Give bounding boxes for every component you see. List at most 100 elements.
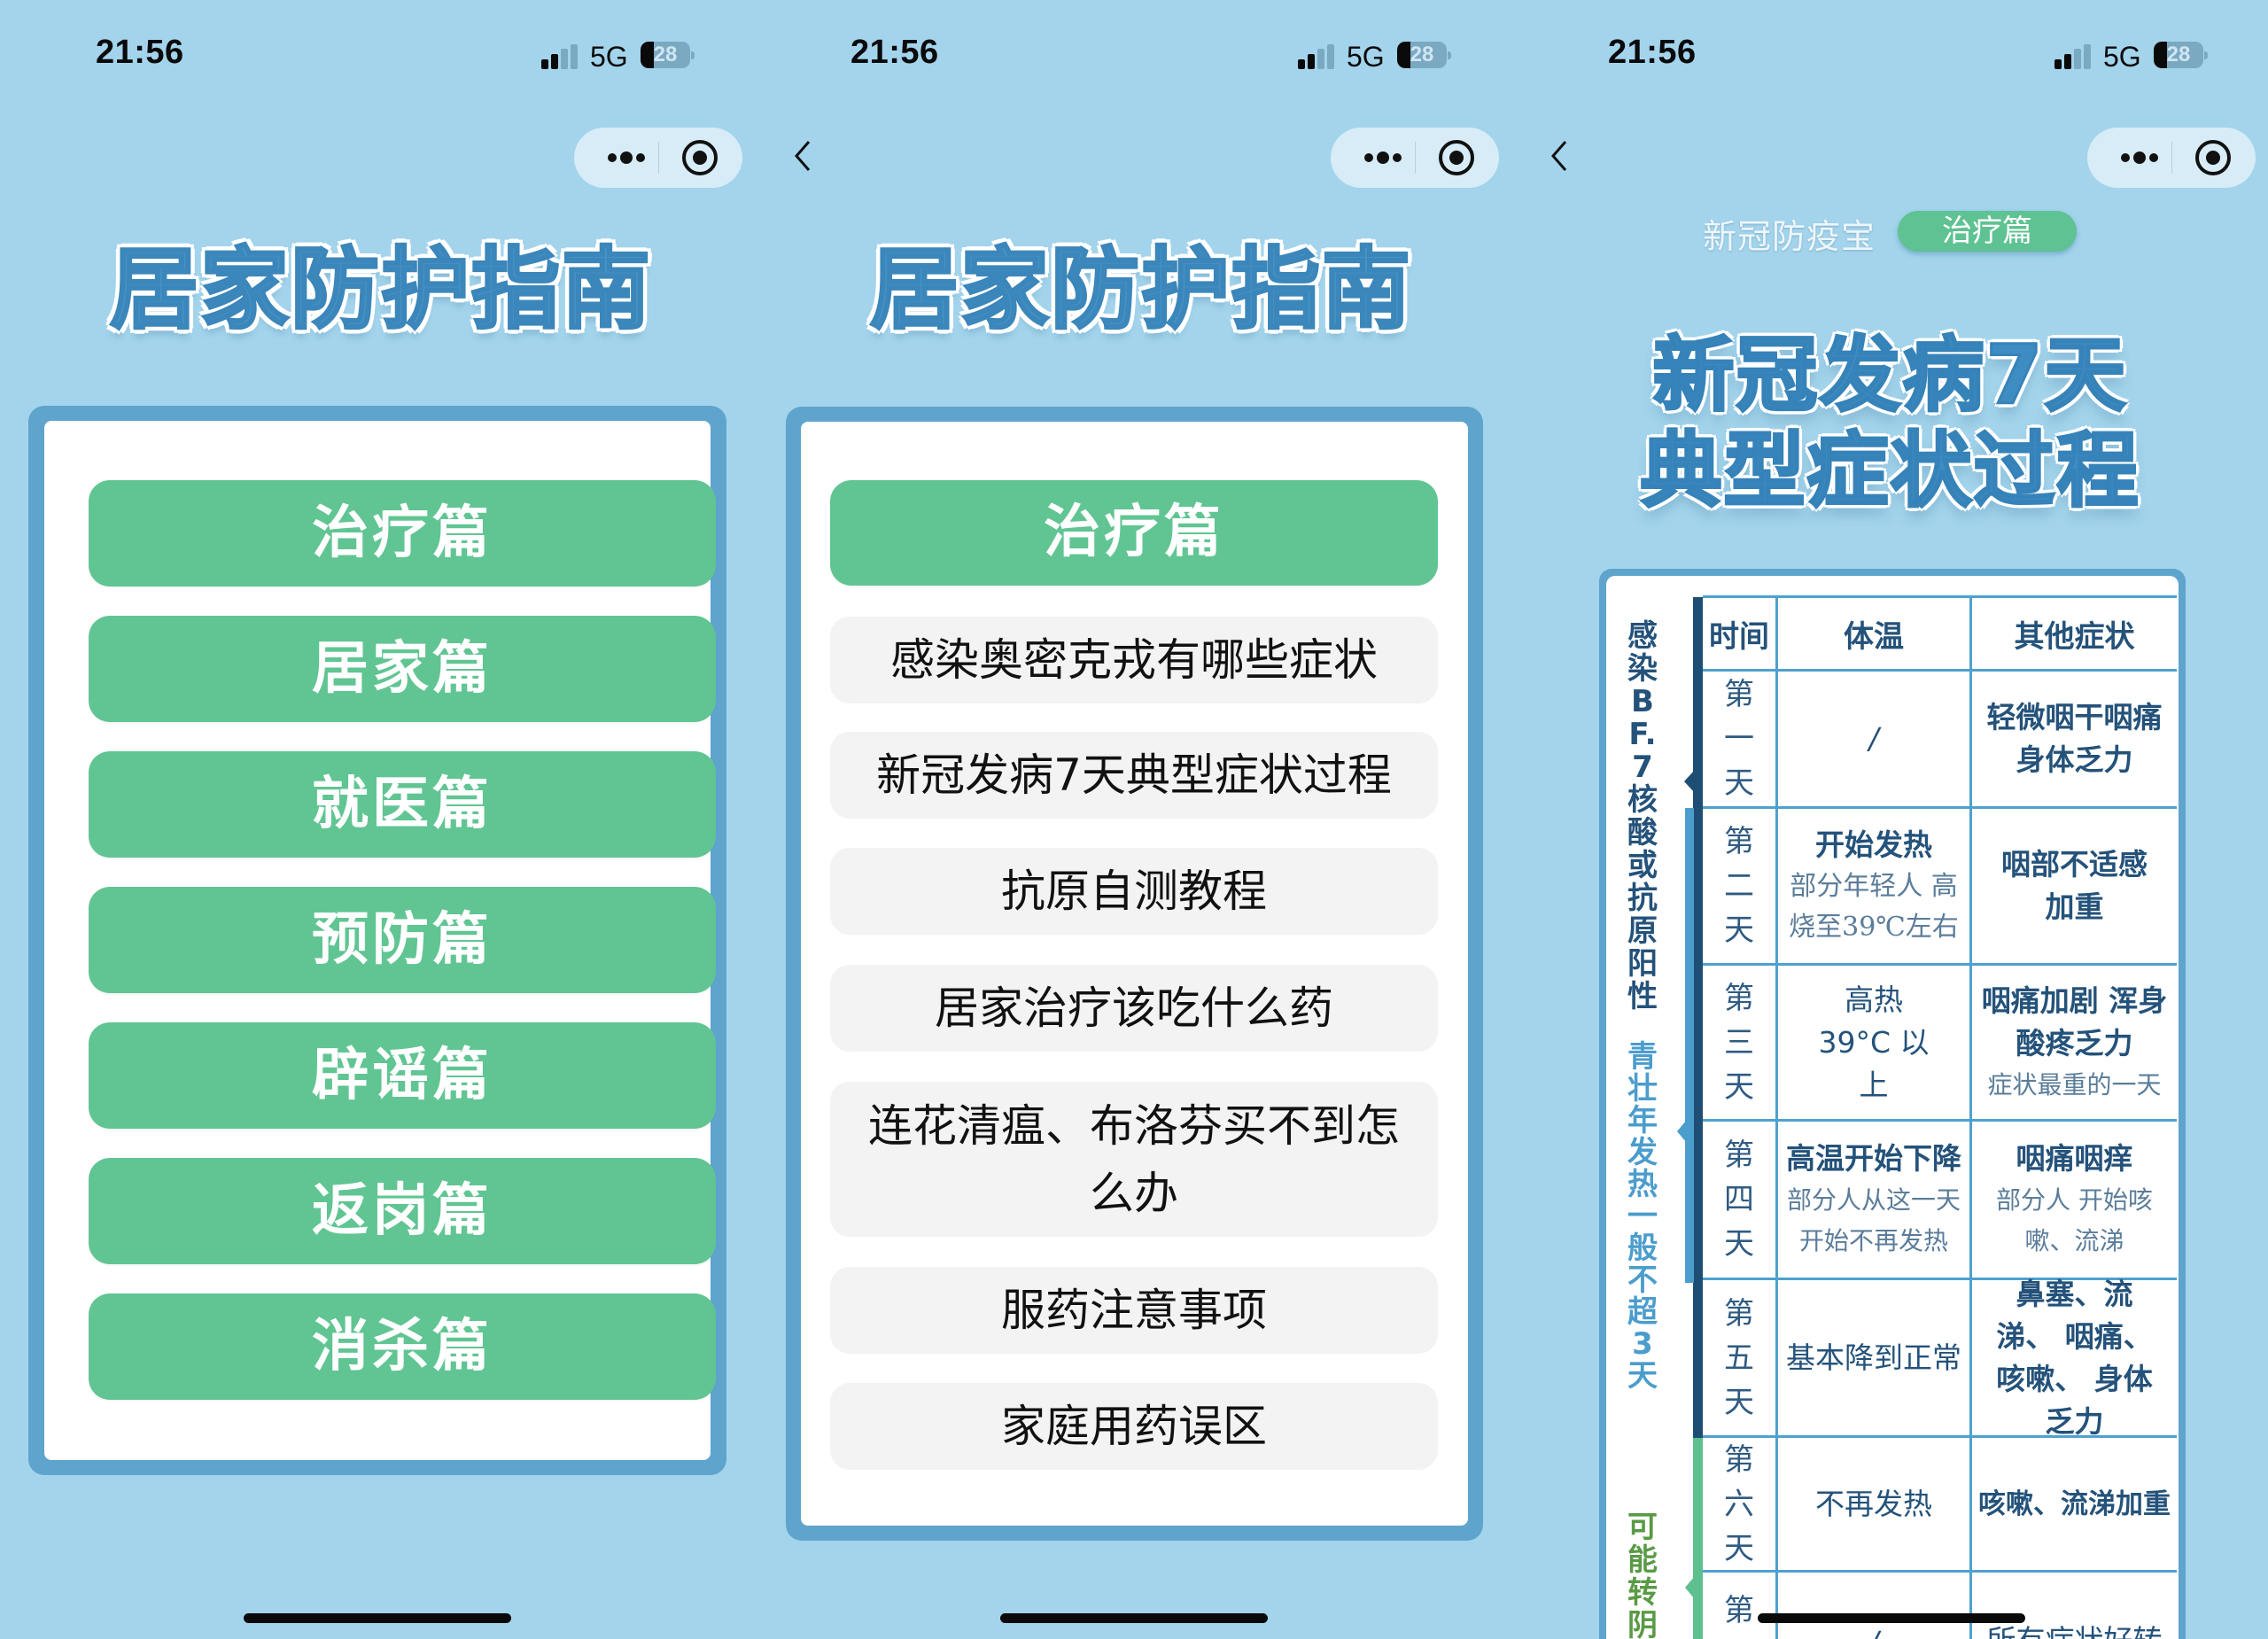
- status-time: 21:56: [850, 34, 939, 71]
- table-border: [1703, 669, 2177, 672]
- table-border: [1775, 595, 1778, 1639]
- table-row: 第一天: [1724, 677, 1754, 801]
- chevron-left-icon[interactable]: [1546, 138, 1573, 174]
- table-cell: 基本降到正常: [1786, 1340, 1961, 1375]
- table-cell: 不再发热: [1815, 1486, 1932, 1521]
- article-title-line1: 新冠发病7天: [1651, 327, 2128, 424]
- battery-tip: [2204, 51, 2208, 59]
- table-cell: 咳嗽、流涕加重: [1978, 1488, 2171, 1520]
- table-header: 时间: [1709, 618, 1769, 655]
- article-item[interactable]: 连花清瘟、布洛芬买不到怎么办: [830, 1082, 1438, 1237]
- target-close-icon[interactable]: [682, 140, 718, 175]
- table-cell: 开始发热部分年轻人 高烧至39℃左右: [1789, 827, 1959, 943]
- table-cell: 咽痛加剧 浑身酸疼乏力症状最重的一天: [1981, 983, 2168, 1099]
- table-border: [1703, 595, 2177, 598]
- network-type: 5G: [1347, 41, 1385, 73]
- home-indicator[interactable]: [1000, 1613, 1268, 1623]
- table-border: [1703, 1278, 2177, 1280]
- battery-icon: 28: [2154, 42, 2203, 68]
- side-label-positive: 感染BF.7核酸或抗原阳性: [1627, 618, 1658, 1014]
- timeline-pointer: [1685, 1577, 1694, 1598]
- category-button-home[interactable]: 居家篇: [89, 616, 716, 722]
- table-row: 第三天: [1724, 980, 1754, 1105]
- panel-treatment-list: 21:56 5G 28 居家防护指南 治疗篇 感染奥密克戎有哪些症状 新冠发病7…: [756, 0, 1511, 1639]
- category-button-rumors[interactable]: 辟谣篇: [89, 1022, 716, 1129]
- timeline-bar-fever: [1685, 808, 1694, 1283]
- table-row: 第二天: [1724, 824, 1754, 948]
- miniprogram-capsule: [1331, 128, 1499, 188]
- article-item[interactable]: 服药注意事项: [830, 1267, 1438, 1354]
- panel-home: 21:56 5G 28 居家防护指南 治疗篇 居家篇 就医篇 预防篇 辟谣篇 返…: [0, 0, 756, 1639]
- table-border: [1703, 1435, 2177, 1438]
- table-border: [1703, 1119, 2177, 1122]
- battery-icon: 28: [1397, 42, 1447, 68]
- table-row: 第四天: [1724, 1138, 1754, 1262]
- signal-icon: [541, 44, 580, 69]
- side-label-fever: 青壮年发热一般不超3天: [1627, 1039, 1658, 1394]
- table-cell: /: [1778, 1573, 1969, 1639]
- article-item[interactable]: 新冠发病7天典型症状过程: [830, 732, 1438, 819]
- table-border: [1969, 595, 1972, 1639]
- target-close-icon[interactable]: [1439, 140, 1474, 175]
- target-close-icon[interactable]: [2195, 140, 2231, 175]
- table-cell: /: [1868, 721, 1879, 756]
- network-type: 5G: [2103, 41, 2141, 73]
- miniprogram-capsule: [574, 128, 742, 188]
- article-item[interactable]: 感染奥密克戎有哪些症状: [830, 617, 1438, 703]
- home-indicator[interactable]: [244, 1613, 511, 1623]
- home-indicator[interactable]: [1758, 1613, 2025, 1623]
- panel-article: 21:56 5G 28 新冠防疫宝 治疗篇 新冠发病7天 典型症状过程 感染BF…: [1512, 0, 2268, 1639]
- category-button-prevention[interactable]: 预防篇: [89, 887, 716, 993]
- table-row: 第六天: [1724, 1441, 1754, 1566]
- timeline-pointer: [1677, 1121, 1686, 1142]
- signal-icon: [2054, 44, 2093, 69]
- battery-tip: [691, 51, 695, 59]
- timeline-bar-positive: [1693, 597, 1703, 1438]
- article-frame: 治疗篇 感染奥密克戎有哪些症状 新冠发病7天典型症状过程 抗原自测教程 居家治疗…: [786, 407, 1483, 1541]
- signal-icon: [1298, 44, 1337, 69]
- table-row: 第五天: [1724, 1295, 1754, 1420]
- table-header: 体温: [1844, 618, 1904, 655]
- brand-label: 新冠防疫宝: [1703, 217, 1876, 256]
- category-button-treatment[interactable]: 治疗篇: [89, 480, 716, 586]
- article-item[interactable]: 居家治疗该吃什么药: [830, 965, 1438, 1052]
- more-dots-icon[interactable]: [1357, 128, 1419, 188]
- table-cell: 所有症状好转: [1972, 1573, 2177, 1639]
- page-title: 居家防护指南: [109, 237, 652, 343]
- side-label-negative: 可能转阴: [1627, 1510, 1658, 1639]
- table-cell: 轻微咽干咽痛 身体乏力: [1986, 700, 2163, 777]
- battery-icon: 28: [641, 42, 690, 68]
- category-button-disinfection[interactable]: 消杀篇: [89, 1293, 716, 1400]
- table-header: 其他症状: [2014, 618, 2135, 655]
- table-row: 第七天: [1724, 1593, 1754, 1639]
- more-dots-icon[interactable]: [601, 128, 663, 188]
- more-dots-icon[interactable]: [2114, 128, 2176, 188]
- table-cell: 鼻塞、流涕、 咽痛、咳嗽、 身体乏力: [1996, 1276, 2153, 1439]
- timeline-pointer: [1684, 771, 1694, 792]
- section-pill: 治疗篇: [1898, 211, 2077, 252]
- status-time: 21:56: [1608, 34, 1697, 71]
- miniprogram-capsule: [2087, 128, 2256, 188]
- page-title: 居家防护指南: [869, 237, 1412, 343]
- table-border: [1703, 963, 2177, 966]
- capsule-divider: [658, 142, 659, 174]
- table-border: [1703, 1570, 2177, 1573]
- table-cell: 咽部不适感 加重: [2001, 847, 2148, 924]
- timeline-bar-negative: [1693, 1438, 1703, 1639]
- capsule-divider: [1415, 142, 1416, 174]
- category-button-medical[interactable]: 就医篇: [89, 751, 716, 858]
- table-border: [1703, 806, 2177, 809]
- chevron-left-icon[interactable]: [789, 138, 816, 174]
- section-header-treatment[interactable]: 治疗篇: [830, 480, 1438, 586]
- article-item[interactable]: 家庭用药误区: [830, 1383, 1438, 1470]
- table-cell: 咽痛咽痒部分人 开始咳嗽、流涕: [1996, 1141, 2153, 1255]
- battery-tip: [1448, 51, 1451, 59]
- table-cell: 高温开始下降部分人从这一天 开始不再发热: [1786, 1141, 1961, 1255]
- status-time: 21:56: [96, 34, 184, 71]
- article-title-line2: 典型症状过程: [1639, 423, 2140, 520]
- article-item[interactable]: 抗原自测教程: [830, 848, 1438, 935]
- category-button-return-work[interactable]: 返岗篇: [89, 1158, 716, 1264]
- table-cell: 高热 39°C 以上: [1818, 982, 1930, 1102]
- network-type: 5G: [590, 41, 628, 73]
- category-frame: 治疗篇 居家篇 就医篇 预防篇 辟谣篇 返岗篇 消杀篇: [28, 406, 726, 1475]
